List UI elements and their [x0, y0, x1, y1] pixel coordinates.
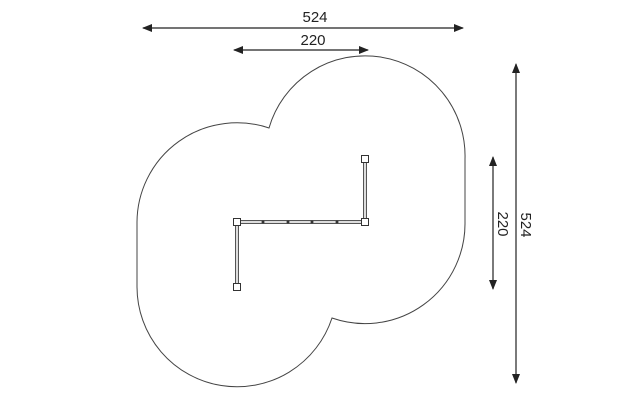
- beam-horizontal: [236, 220, 366, 224]
- beam-joints: [261, 220, 339, 224]
- safety-zone-outline: [136, 55, 466, 388]
- beam-left-vertical: [235, 221, 239, 288]
- inner-width-label: 220: [300, 32, 325, 49]
- equipment-frame: [233, 155, 369, 291]
- post-middle-left: [233, 218, 241, 226]
- post-middle-right: [361, 218, 369, 226]
- inner-height-label: 220: [494, 211, 511, 236]
- overall-width-label: 524: [302, 9, 327, 26]
- post-top-right: [361, 155, 369, 163]
- post-bottom-left: [233, 283, 241, 291]
- overall-height-label: 524: [517, 212, 534, 237]
- beam-right-vertical: [363, 158, 367, 223]
